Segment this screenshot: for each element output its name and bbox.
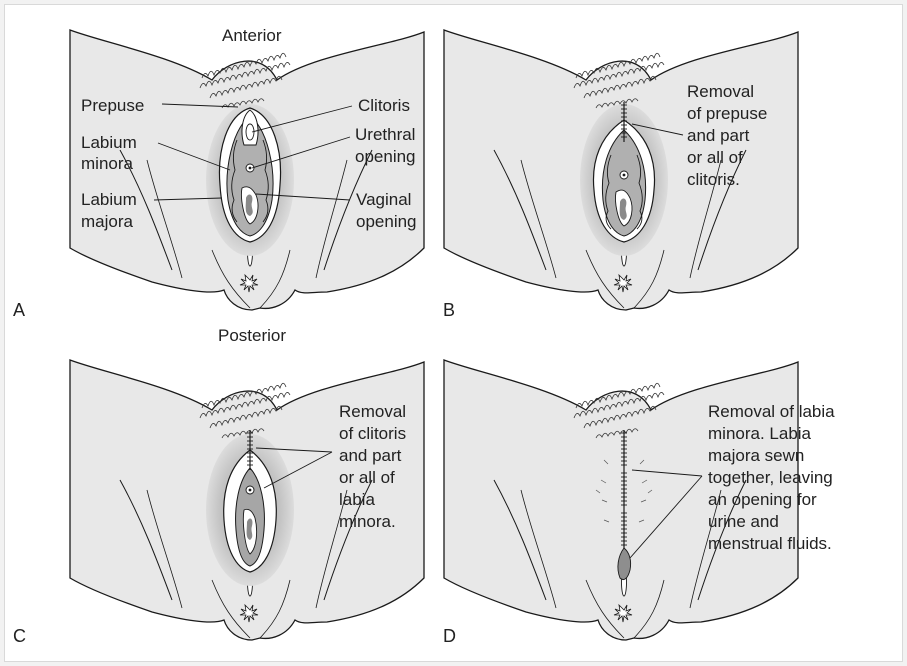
panel-c-caption-line: labia <box>339 490 375 509</box>
panel-b-caption-line: Removal <box>687 82 754 101</box>
panel-b-caption-line: clitoris. <box>687 170 740 189</box>
panel-b-caption-line: of prepuse <box>687 104 767 123</box>
panel-a-letter: A <box>13 300 25 320</box>
prepuse-label: Prepuse <box>81 96 144 115</box>
anterior-label: Anterior <box>222 26 282 45</box>
panel-d-caption-line: menstrual fluids. <box>708 534 832 553</box>
labium-majora-label-2: majora <box>81 212 134 231</box>
panel-c-caption-line: of clitoris <box>339 424 406 443</box>
panel-c-caption-line: or all of <box>339 468 395 487</box>
panel-c-caption-line: Removal <box>339 402 406 421</box>
labium-minora-label-1: Labium <box>81 133 137 152</box>
panel-b-caption-line: or all of <box>687 148 743 167</box>
panel-d-caption-line: together, leaving <box>708 468 833 487</box>
panel-b-caption-line: and part <box>687 126 750 145</box>
posterior-label: Posterior <box>218 326 286 345</box>
vaginal-label-1: Vaginal <box>356 190 411 209</box>
panel-d-caption-line: minora. Labia <box>708 424 812 443</box>
panel-d-caption-line: majora sewn <box>708 446 804 465</box>
panel-d-letter: D <box>443 626 456 646</box>
vaginal-label-2: opening <box>356 212 417 231</box>
panel-b <box>444 30 798 310</box>
panel-d-caption-line: Removal of labia <box>708 402 835 421</box>
panel-c-caption-line: minora. <box>339 512 396 531</box>
panel-d-caption-line: an opening for <box>708 490 817 509</box>
urethral-label-1: Urethral <box>355 125 415 144</box>
labium-majora-label-1: Labium <box>81 190 137 209</box>
panel-b-letter: B <box>443 300 455 320</box>
panel-c-letter: C <box>13 626 26 646</box>
panel-c-caption-line: and part <box>339 446 402 465</box>
panel-d-caption: Removal of labia minora. Labia majora se… <box>708 402 835 553</box>
panel-d-caption-line: urine and <box>708 512 779 531</box>
clitoris-label: Clitoris <box>358 96 410 115</box>
labium-minora-label-2: minora <box>81 154 134 173</box>
urethral-label-2: opening <box>355 147 416 166</box>
